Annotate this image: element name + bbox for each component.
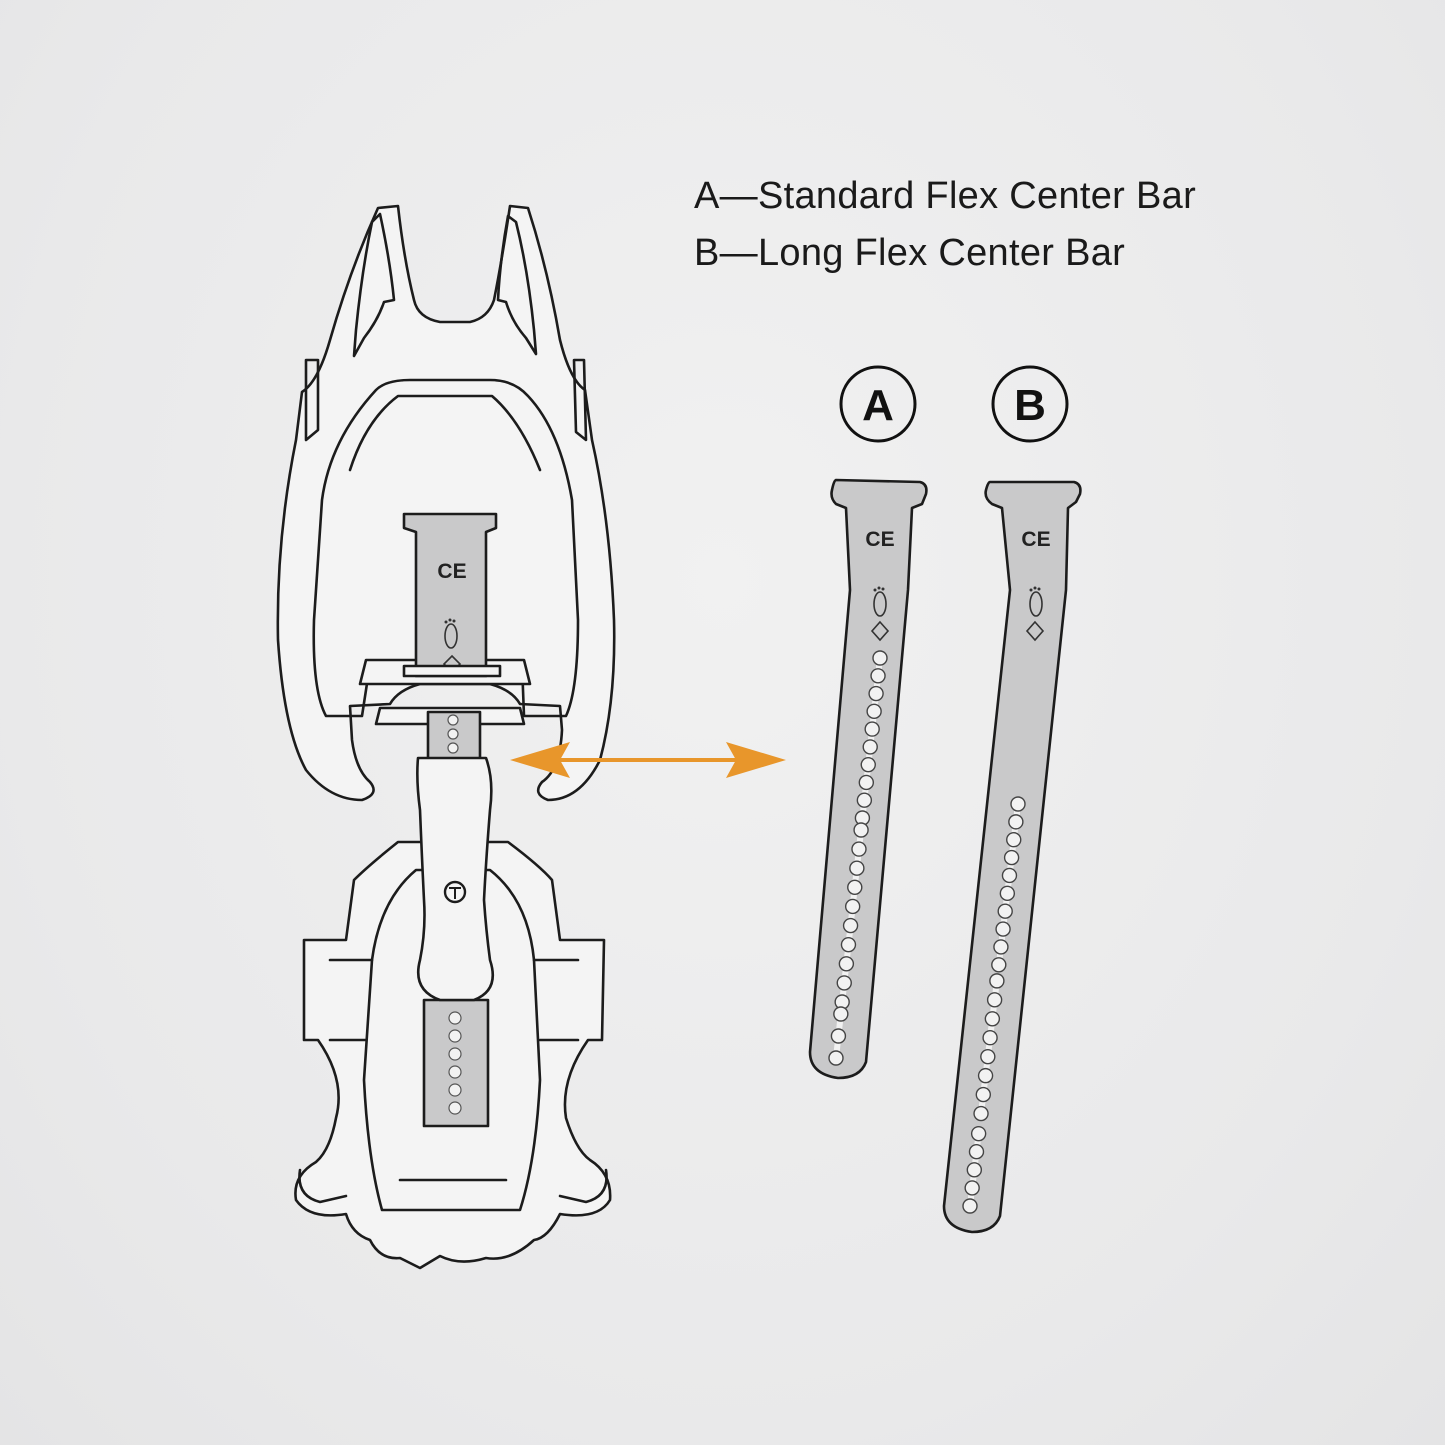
adjustment-hole — [844, 898, 861, 915]
adjustment-hole — [853, 822, 869, 838]
diamond-logo-icon — [870, 620, 890, 642]
footprint-icon — [444, 618, 458, 649]
adjustment-hole — [833, 1006, 849, 1022]
adjustment-hole — [995, 921, 1011, 937]
adjustment-hole — [973, 1105, 989, 1122]
adjustment-slot — [859, 657, 883, 819]
installed-center-bar: CE — [402, 512, 502, 762]
adjustment-hole — [842, 917, 859, 934]
adjustment-hole — [968, 1144, 985, 1160]
legend-item-b: B—Long Flex Center Bar — [694, 232, 1126, 274]
label-b-badge: B — [991, 365, 1069, 443]
adjustment-hole — [838, 956, 855, 972]
adjustment-slot — [839, 829, 865, 1003]
adjustment-hole — [862, 739, 878, 755]
bar-a-ce-mark: CE — [865, 528, 894, 551]
adjustment-hole — [851, 841, 867, 857]
adjustment-hole — [997, 903, 1013, 919]
bar-b-holes — [962, 796, 1026, 1214]
adjustment-hole — [1001, 867, 1018, 884]
adjustment-hole — [840, 936, 857, 953]
legend: A—Standard Flex Center Bar B—Long Flex C… — [694, 168, 1196, 282]
bar-b-ce-mark: CE — [1021, 528, 1050, 551]
adjustment-slot — [995, 803, 1021, 966]
diamond-logo-icon — [1025, 620, 1045, 642]
adjustment-hole — [849, 860, 865, 876]
adjustment-hole — [866, 703, 882, 720]
adjustment-hole — [1008, 814, 1024, 830]
adjustment-hole — [970, 1125, 987, 1142]
double-arrow-icon — [510, 742, 786, 778]
footprint-icon — [1029, 586, 1043, 617]
adjustment-hole — [977, 1067, 994, 1084]
adjustment-hole — [966, 1162, 983, 1178]
adjustment-hole — [864, 721, 880, 737]
adjustment-hole — [986, 992, 1003, 1008]
center-bar-lever — [416, 756, 495, 1128]
adjustment-hole — [872, 650, 888, 666]
center-bar-b: CE — [942, 480, 1082, 1234]
adjustment-hole — [836, 975, 852, 991]
adjustment-hole — [1006, 832, 1022, 848]
label-a-badge: A — [839, 365, 917, 443]
adjustment-hole — [870, 668, 886, 684]
adjustment-hole — [999, 885, 1016, 902]
adjustment-hole — [991, 957, 1007, 973]
adjustment-hole — [830, 1028, 847, 1044]
adjustment-hole — [962, 1198, 978, 1214]
label-a-text: A — [862, 381, 894, 430]
center-bar-a: CE — [808, 478, 928, 1080]
adjustment-hole — [964, 1180, 980, 1196]
adjustment-hole — [982, 1030, 998, 1046]
adjustment-hole — [1003, 849, 1020, 866]
adjustment-hole — [868, 685, 884, 702]
adjustment-hole — [860, 756, 876, 773]
adjustment-hole — [828, 1050, 844, 1066]
adjustment-hole — [993, 939, 1009, 955]
label-b-text: B — [1014, 381, 1046, 430]
bar-a-holes — [828, 650, 888, 1066]
adjustment-hole — [980, 1048, 996, 1065]
installed-ce-mark: CE — [437, 560, 466, 583]
adjustment-hole — [989, 973, 1005, 989]
adjustment-hole — [856, 792, 873, 808]
adjustment-hole — [1010, 796, 1026, 812]
footprint-icon — [873, 586, 887, 617]
legend-item-a: A—Standard Flex Center Bar — [694, 175, 1197, 217]
adjustment-hole — [858, 774, 875, 791]
adjustment-hole — [847, 879, 863, 896]
adjustment-hole — [984, 1011, 1001, 1027]
adjustment-hole — [975, 1086, 992, 1103]
